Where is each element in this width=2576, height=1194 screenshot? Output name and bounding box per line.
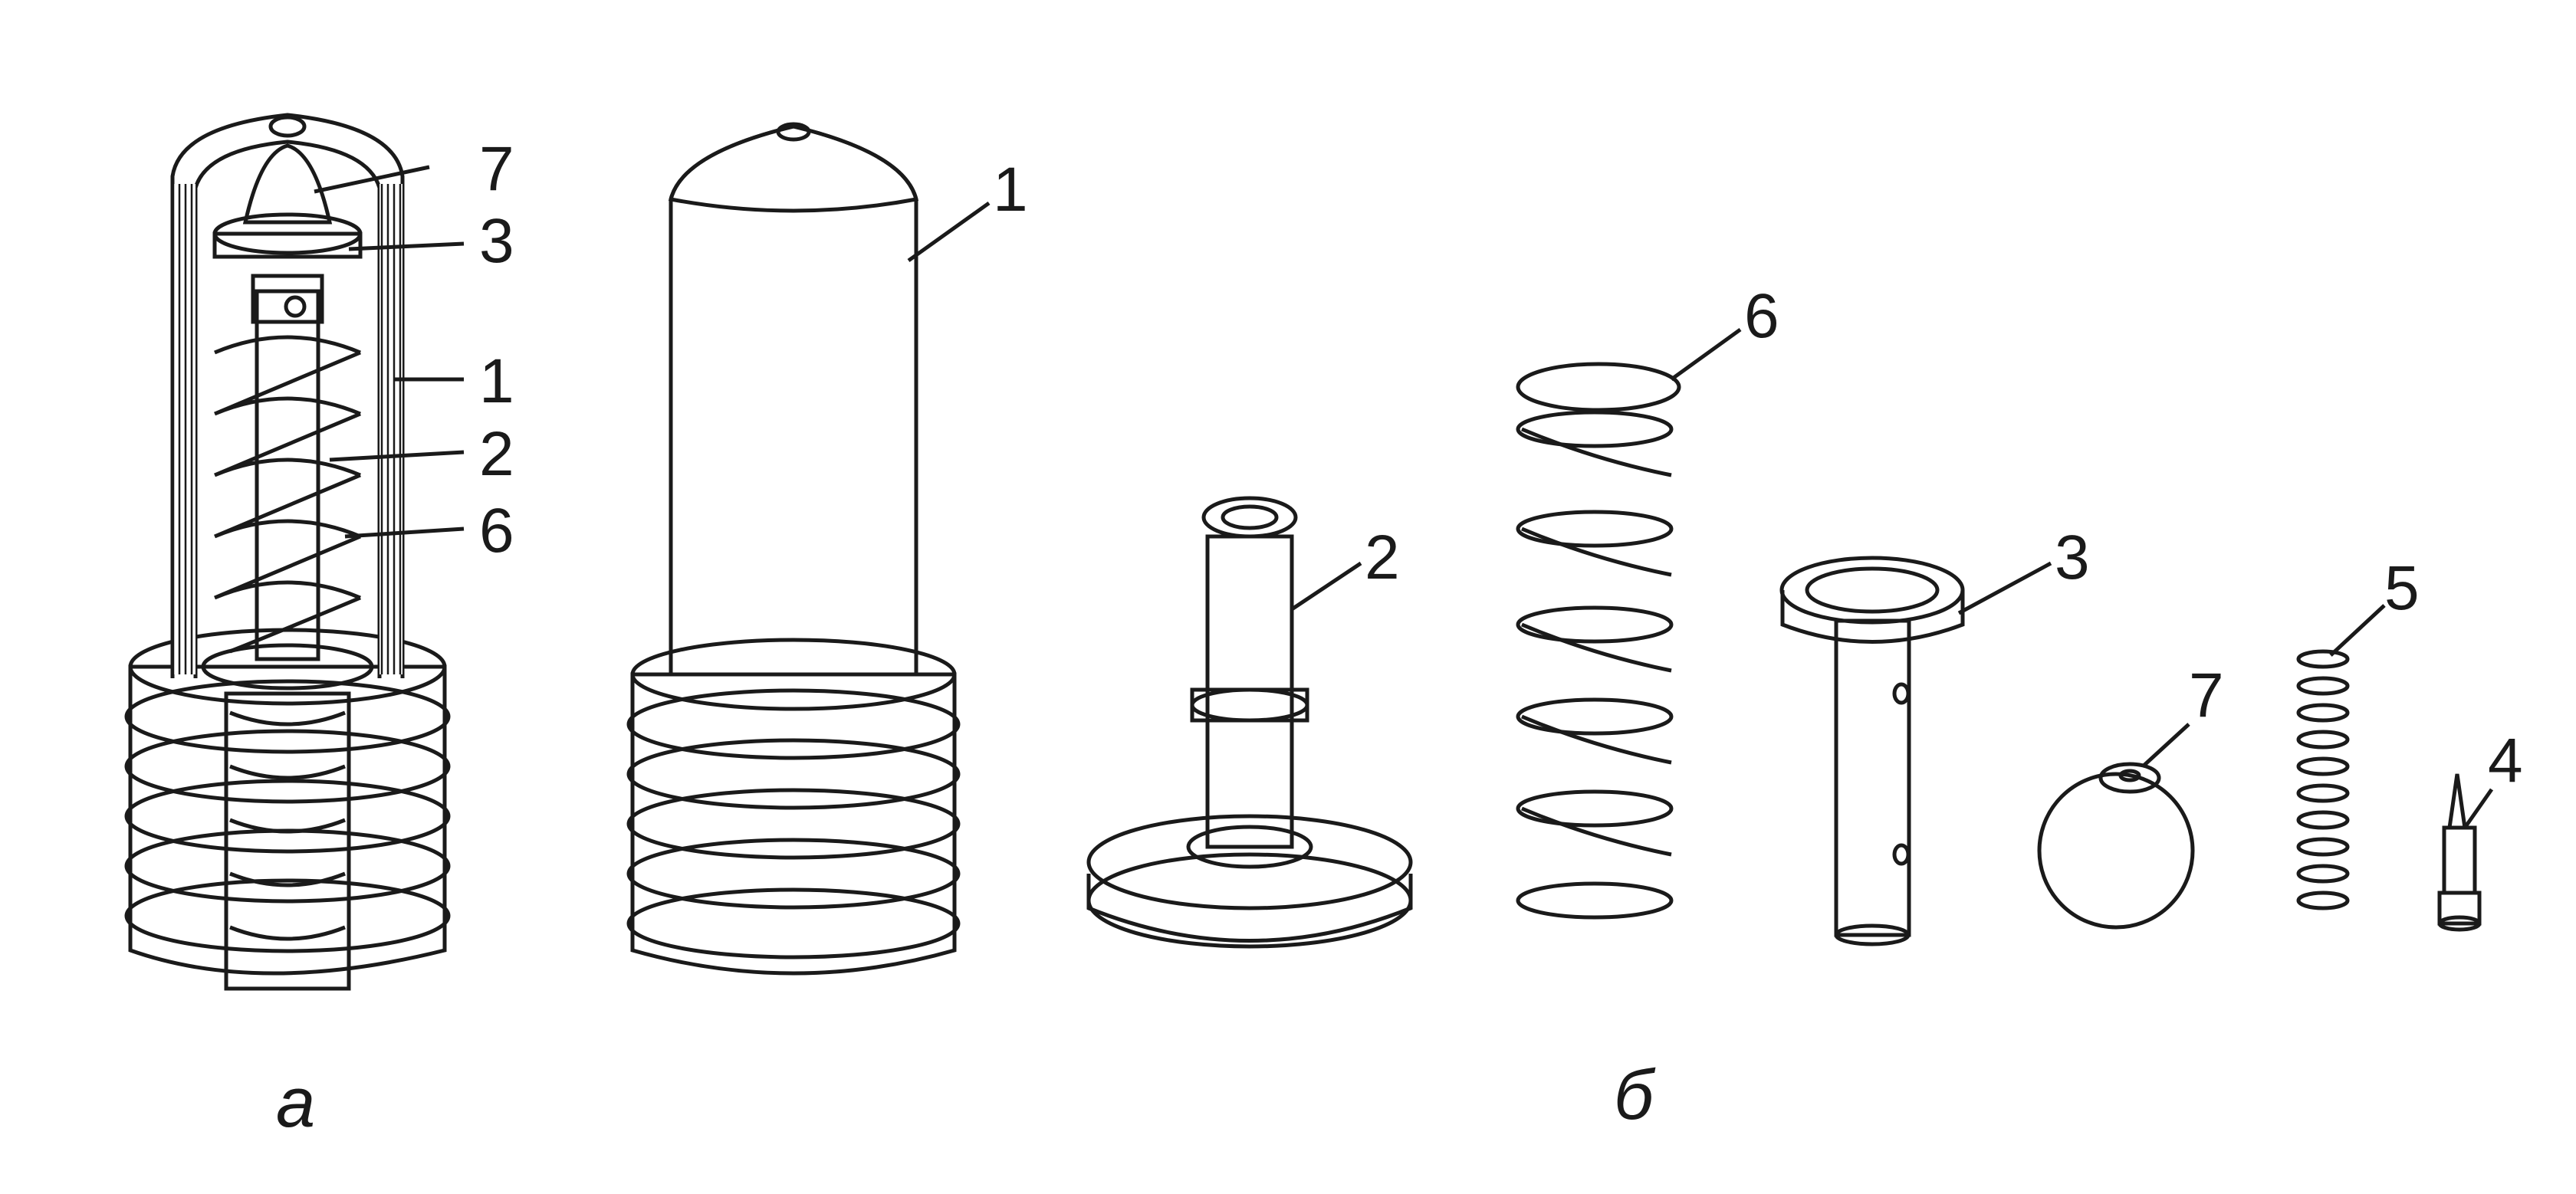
housing-threads	[626, 638, 961, 976]
cutaway-spring	[214, 335, 361, 654]
callout-a-3: 3	[479, 206, 514, 276]
callout-b-7: 7	[2189, 661, 2224, 730]
leader-b-6	[1670, 327, 1742, 382]
part-4-needle	[2437, 773, 2482, 932]
callout-b-4: 4	[2488, 726, 2523, 795]
callout-b-2: 2	[1365, 523, 1400, 592]
leader-b-2	[1290, 561, 1362, 612]
callout-b-3: 3	[2055, 523, 2090, 592]
caption-a: а	[276, 1064, 315, 1142]
callout-b-5: 5	[2384, 553, 2420, 623]
part-7-ball	[2037, 762, 2195, 930]
part-5-small-spring	[2296, 649, 2350, 910]
callout-a-6: 6	[479, 496, 514, 566]
callout-a-7: 7	[479, 134, 514, 204]
caption-b: б	[1614, 1056, 1656, 1134]
callout-a-1: 1	[479, 346, 514, 416]
callout-b-6: 6	[1744, 281, 1779, 351]
cutaway-assembly	[124, 113, 451, 991]
cutaway-tube	[255, 289, 320, 661]
part-6-spring	[1516, 362, 1681, 920]
leader-b-5	[2329, 604, 2386, 657]
leaders-a	[314, 165, 465, 539]
callout-housing-1: 1	[993, 155, 1028, 225]
cutaway-cone-valve	[212, 143, 363, 259]
callout-a-2: 2	[479, 419, 514, 489]
cutaway-flange	[201, 643, 374, 690]
leader-housing-1	[907, 201, 991, 263]
leader-b-4	[2463, 788, 2494, 829]
cutaway-sleeve	[251, 274, 324, 324]
housing-1	[626, 122, 961, 976]
cutaway-body-shell	[170, 113, 405, 678]
part-3-cup-stem	[1779, 556, 1965, 946]
cutaway-threaded-base	[124, 628, 451, 991]
part-2-tube-disc	[1086, 496, 1413, 949]
leader-b-7	[2141, 723, 2190, 768]
leader-b-3	[1957, 561, 2052, 615]
